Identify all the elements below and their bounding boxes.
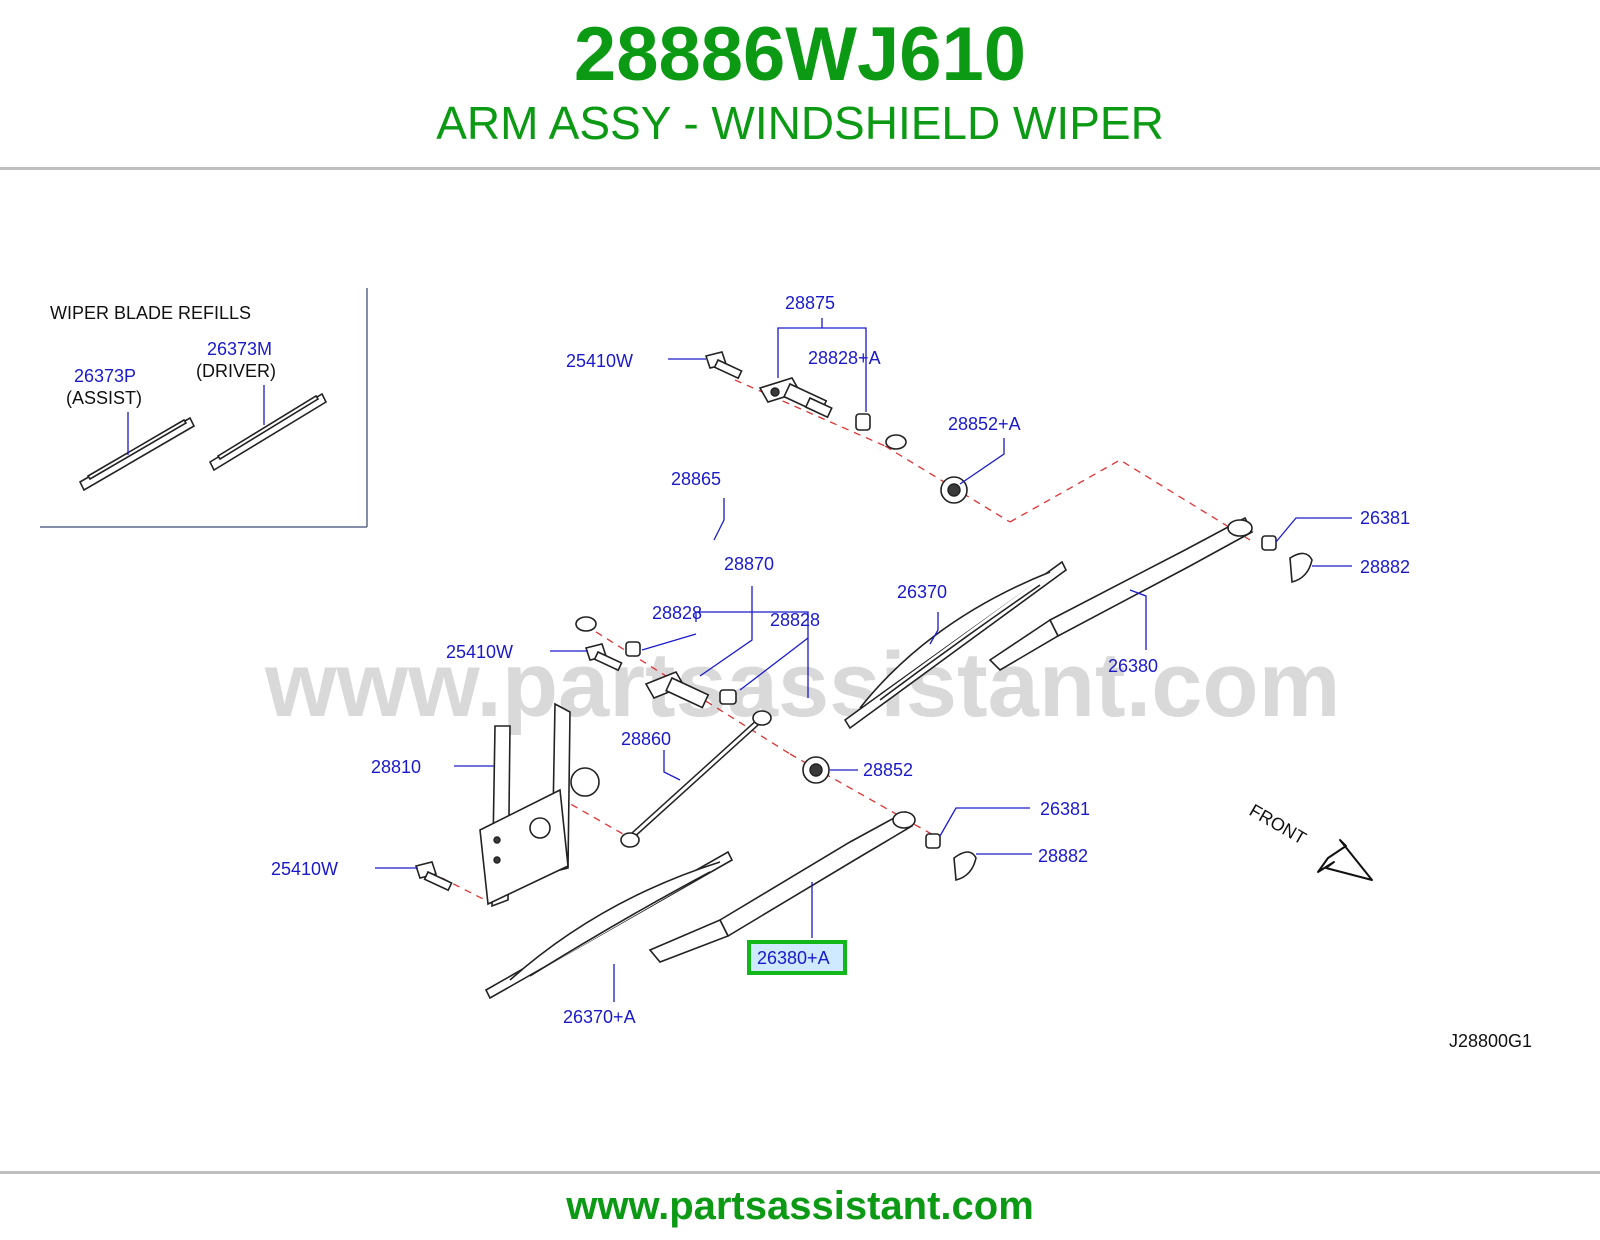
link-rod-28860 [620,710,772,848]
front-arrow-icon [1317,839,1373,881]
callout-28865[interactable]: 28865 [671,469,721,489]
diagram-code: J28800G1 [1449,1031,1532,1051]
footer-url[interactable]: www.partsassistant.com [566,1184,1034,1228]
leader-lines [375,318,1352,1002]
grommet-28852 [802,756,830,784]
wiper-blade-driver [484,850,734,1000]
callout-25410w-top[interactable]: 25410W [566,351,633,371]
callout-28852a[interactable]: 28852+A [948,414,1021,434]
page-header: 28886WJ610 ARM ASSY - WINDSHIELD WIPER [0,0,1600,170]
callout-26370[interactable]: 26370 [897,582,947,602]
grommet-28852a [940,476,968,504]
watermark-text: www.partsassistant.com [264,634,1340,736]
bolt-top [704,351,743,380]
callout-28860[interactable]: 28860 [621,729,671,749]
callout-28875[interactable]: 28875 [785,293,835,313]
callout-labels: 28875 25410W 28828+A 28852+A 28865 26381… [271,293,1410,1027]
callout-26373m[interactable]: 26373M [207,339,272,359]
driver-note: (DRIVER) [196,361,276,381]
part-name-subtitle: ARM ASSY - WINDSHIELD WIPER [436,97,1164,149]
callout-25410w-mid[interactable]: 25410W [446,642,513,662]
bolt-bottom [414,861,453,892]
bushing-28828a [855,413,871,431]
footer-divider [0,1171,1600,1174]
front-direction-indicator: FRONT [1246,800,1373,881]
callout-26370a[interactable]: 26370+A [563,1007,636,1027]
callout-28882-top[interactable]: 28882 [1360,557,1410,577]
callout-28828a[interactable]: 28828+A [808,348,881,368]
callout-28828-right[interactable]: 28828 [770,610,820,630]
inset-wiper-refills: WIPER BLADE REFILLS 26373M (DRIVER) 2637… [40,288,368,528]
wiper-blade-passenger [843,560,1068,730]
refill-strip-assist [78,412,196,492]
callout-28828-left[interactable]: 28828 [652,603,702,623]
callout-28870[interactable]: 28870 [724,554,774,574]
bolt-middle [584,643,623,672]
callout-26381-top[interactable]: 26381 [1360,508,1410,528]
inset-title: WIPER BLADE REFILLS [50,303,251,323]
part-number-title: 28886WJ610 [573,12,1027,97]
front-label: FRONT [1246,800,1310,848]
callout-28810[interactable]: 28810 [371,757,421,777]
wiper-arm-driver [648,810,977,963]
pivot-assembly-driver [625,641,737,709]
refill-strip-driver [208,385,328,472]
header-divider [0,167,1600,170]
wiper-arm-passenger [988,516,1313,672]
callout-26380a[interactable]: 26380+A [757,948,830,968]
callout-25410w-bottom[interactable]: 25410W [271,859,338,879]
link-rod-28865 [575,434,907,632]
callout-28852[interactable]: 28852 [863,760,913,780]
callout-26380[interactable]: 26380 [1108,656,1158,676]
assist-note: (ASSIST) [66,388,142,408]
callout-26373p[interactable]: 26373P [74,366,136,386]
callout-28882-bottom[interactable]: 28882 [1038,846,1088,866]
highlight-box-26380a [747,940,847,975]
callout-26381-bottom[interactable]: 26381 [1040,799,1090,819]
motor-bracket-28810 [479,702,600,908]
pivot-assembly-passenger [758,377,833,419]
